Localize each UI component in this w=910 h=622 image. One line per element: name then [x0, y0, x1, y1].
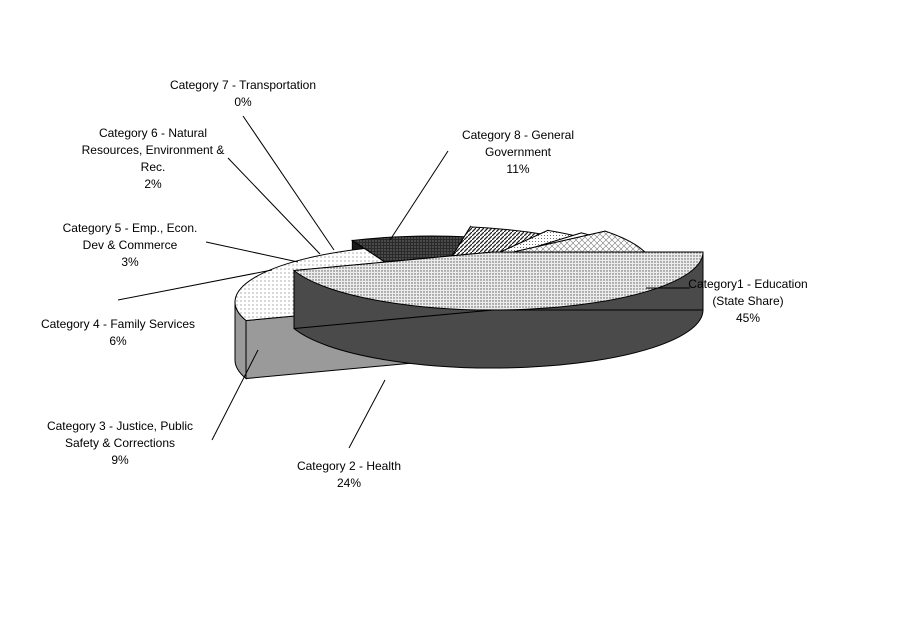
label-layer: Category1 - Education(State Share)45% Cat…	[41, 78, 808, 490]
slice-top	[292, 251, 704, 311]
slice-label: Category1 - Education(State Share)45%	[688, 277, 807, 325]
leader-line	[227, 157, 321, 255]
pie-layer	[234, 225, 704, 380]
pie-slice	[292, 251, 704, 369]
leader-line	[348, 379, 386, 449]
leader-line	[389, 150, 449, 241]
leader-line	[205, 241, 299, 263]
leader-line	[117, 269, 273, 301]
leader-line	[211, 349, 259, 441]
leader-line	[242, 115, 335, 251]
